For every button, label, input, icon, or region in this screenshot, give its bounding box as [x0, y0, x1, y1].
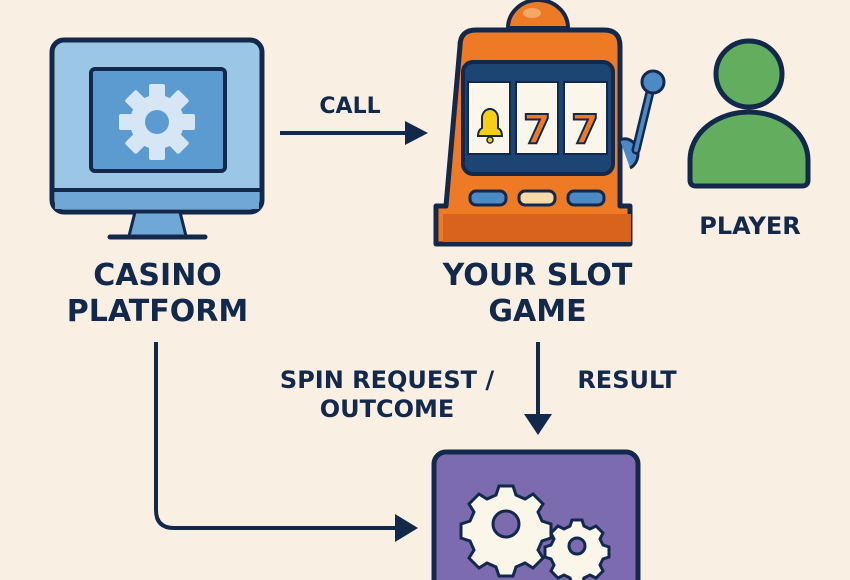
reel-seven-1: 7 — [523, 107, 551, 153]
casino-platform-label: CASINO PLATFORM — [40, 258, 275, 330]
spin-request-label: SPIN REQUEST / OUTCOME — [262, 366, 512, 424]
result-label: RESULT — [577, 366, 677, 394]
casino-label-line1: CASINO — [93, 258, 222, 293]
gears-icon — [459, 484, 611, 580]
slot-lever[interactable] — [619, 69, 666, 170]
slot-game-label: YOUR SLOT GAME — [420, 258, 655, 330]
spin-label-line2: OUTCOME — [319, 394, 455, 423]
reel-seven-2: 7 — [571, 107, 599, 153]
monitor-gear-icon[interactable] — [49, 37, 265, 240]
call-label: CALL — [319, 94, 381, 119]
player-label: PLAYER — [699, 212, 801, 240]
slot-button-1 — [468, 189, 508, 207]
spin-label-line1: SPIN REQUEST / — [279, 366, 495, 394]
slot-label-line1: YOUR SLOT — [442, 258, 633, 293]
slot-button-3 — [566, 189, 606, 207]
engine-box[interactable] — [431, 449, 641, 580]
spin-connector — [154, 342, 418, 542]
casino-label-line2: PLATFORM — [66, 294, 249, 329]
slot-button-2 — [517, 189, 557, 207]
slot-label-line2: GAME — [488, 294, 587, 329]
slot-machine-icon[interactable]: 7 7 — [433, 0, 666, 247]
call-arrow — [280, 121, 428, 145]
bell-symbol — [476, 108, 504, 144]
person-icon[interactable] — [687, 38, 811, 189]
result-arrow — [524, 342, 552, 435]
